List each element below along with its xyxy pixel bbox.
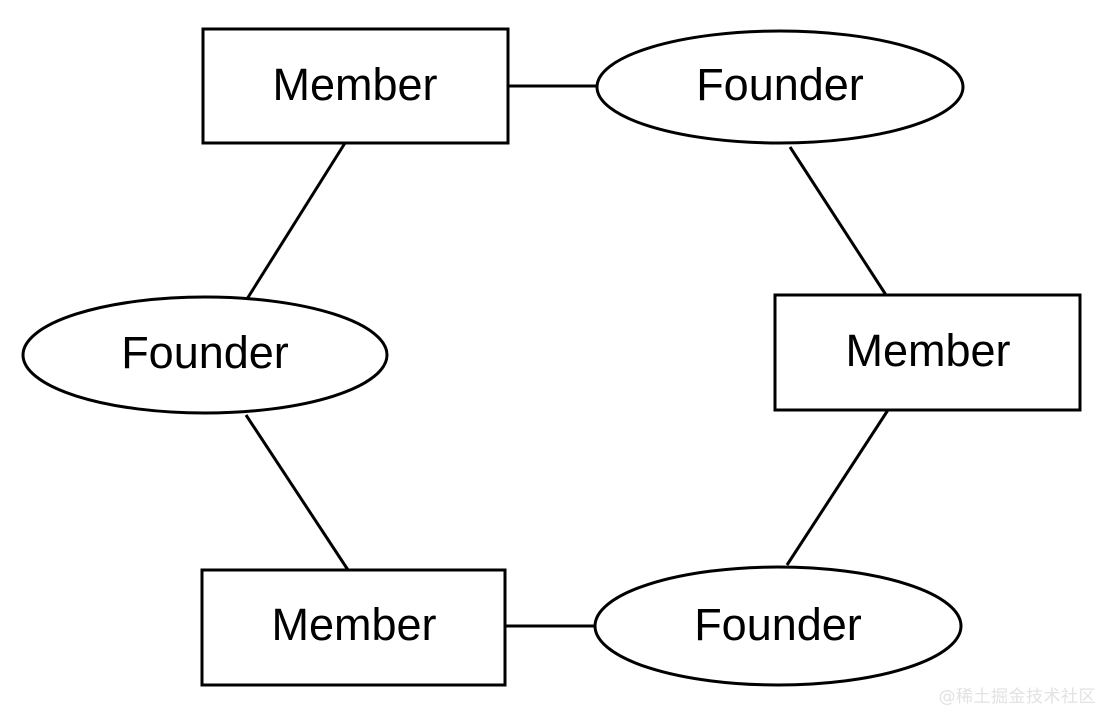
node-shape-rectangle (201, 27, 510, 145)
edge-member-mr-to-founder-br[interactable] (785, 409, 890, 566)
edge-founder-ml-to-member-bl[interactable] (244, 414, 350, 571)
node-shape-ellipse (593, 565, 963, 687)
node-label-founder-bottom-right: Founder (694, 599, 862, 650)
node-member-top-left[interactable]: Member (201, 27, 510, 145)
node-label-member-top-left: Member (272, 59, 437, 110)
edge-founder-tr-to-member-mr[interactable] (788, 146, 888, 296)
node-founder-bottom-right[interactable]: Founder (593, 565, 963, 687)
node-founder-middle-left[interactable]: Founder (21, 295, 389, 415)
node-shape-ellipse (21, 295, 389, 415)
edge-member-tl-to-founder-ml[interactable] (245, 142, 347, 300)
node-shape-rectangle (200, 568, 507, 687)
watermark: @稀土掘金技术社区 (938, 687, 1096, 707)
node-label-founder-top-right: Founder (696, 59, 864, 110)
node-shape-rectangle (773, 293, 1082, 412)
node-shape-ellipse (595, 29, 965, 145)
node-founder-top-right[interactable]: Founder (595, 29, 965, 145)
node-label-member-bottom-left: Member (271, 599, 436, 650)
node-member-middle-right[interactable]: Member (773, 293, 1082, 412)
node-label-member-middle-right: Member (845, 325, 1010, 376)
node-label-founder-middle-left: Founder (121, 327, 289, 378)
node-member-bottom-left[interactable]: Member (200, 568, 507, 687)
